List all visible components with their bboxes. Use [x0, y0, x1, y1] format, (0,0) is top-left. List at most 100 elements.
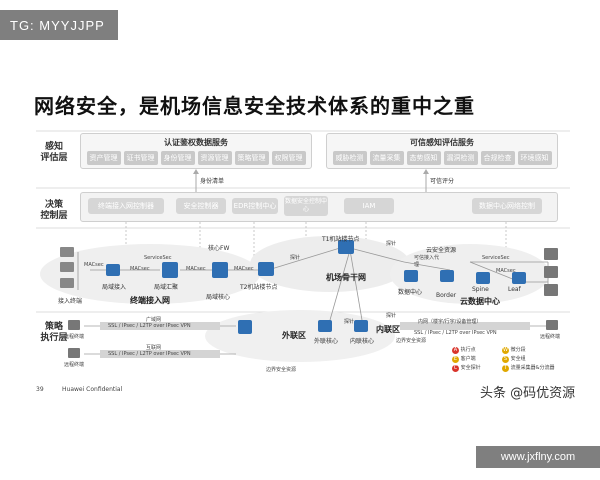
probe-label-d: 探针 — [386, 313, 397, 319]
border-sec-label: 边界安全资源 — [266, 367, 297, 373]
legend-label-a: 执行点 — [460, 347, 476, 353]
page-number: 39 — [36, 386, 44, 393]
terminal-icon — [60, 247, 74, 257]
local-agg-label: 局域汇聚 — [154, 284, 179, 291]
backbone-label: 机场骨干网 — [326, 273, 366, 282]
t1-node-label: T1机站楼节点 — [322, 236, 360, 243]
local-access-label: 局域接入 — [102, 284, 127, 291]
trust-service-group: 可信感知评估服务 威胁检测 流量采集 态势感知 漏洞检测 合规检查 环境感知 — [326, 133, 558, 169]
legend-mark-a: A — [452, 347, 459, 354]
extranet-core-label: 外联核心 — [314, 338, 339, 345]
leaf-icon — [512, 272, 526, 284]
chip-resource-mgmt: 资源管理 — [197, 151, 232, 165]
macsec-label-2: MACsec — [130, 266, 150, 272]
chip-situation-aware: 态势感知 — [406, 151, 441, 165]
data-security-control-center: 数据安全控制中心 — [284, 196, 328, 216]
intranet-zone-label: 内联区 — [376, 325, 400, 334]
cloud-dc-label: 云数据中心 — [460, 297, 500, 306]
border-icon — [440, 270, 454, 282]
intranet-core-icon — [354, 320, 368, 332]
camera-icon — [60, 278, 74, 288]
chip-traffic-collect: 流量采集 — [369, 151, 404, 165]
aggregation-switch-icon — [162, 262, 178, 278]
spine-icon — [476, 272, 490, 284]
layer-label-sense: 感知 评估层 — [40, 142, 68, 163]
legend-item-a: A 执行点 — [452, 346, 476, 354]
macsec-label-4: MACsec — [234, 266, 254, 272]
vpn-label-2: SSL / IPsec / L2TP over IPsec VPN — [108, 351, 191, 357]
extranet-core-icon — [318, 320, 332, 332]
watermark-text: 头条 @码优资源 — [480, 386, 576, 401]
slide-title: 网络安全，是机场信息安全技术体系的重中之重 — [34, 94, 475, 118]
tg-badge: TG: MYYJJPP — [0, 10, 118, 40]
dc-network-controller: 数据中心网络控制 — [472, 198, 542, 214]
remote-terminal-icon-3 — [546, 320, 558, 330]
vpn-label-3: SSL / IPsec / L2TP over IPsec VPN — [414, 330, 497, 336]
chip-identity-mgmt: 身份管理 — [160, 151, 195, 165]
legend-label-e: 客户端 — [460, 356, 476, 362]
leaf-label: Leaf — [508, 286, 521, 293]
service-sec-left: ServiceSec — [144, 255, 172, 261]
legend-mark-s: S — [502, 356, 509, 363]
identity-list-label: 身份清单 — [200, 178, 225, 185]
t2-node-label: T2机站楼节点 — [240, 284, 278, 291]
legend-mark-e: E — [452, 356, 459, 363]
dc-core-label: 数据中心 — [398, 289, 423, 296]
probe-label-c: 探针 — [344, 319, 355, 325]
chip-policy-mgmt: 策略管理 — [234, 151, 269, 165]
core-switch-icon — [212, 262, 228, 278]
server-icon-2 — [544, 266, 558, 278]
macsec-label-5: MACsec — [496, 268, 516, 274]
remote-right-label: 远程终端 — [540, 334, 561, 340]
confidential-label: Huawei Confidential — [62, 386, 123, 393]
legend-label-s: 安全组 — [510, 356, 526, 362]
chip-vuln-detect: 漏洞检测 — [443, 151, 478, 165]
remote-terminal-icon-1 — [68, 320, 80, 330]
legend: A 执行点 E 客户端 C 安全探针 W 微分段 S 安全组 T 流量采集器&分… — [452, 346, 572, 376]
t2-node-icon — [258, 262, 274, 276]
server-icon-3 — [544, 284, 558, 296]
chip-env-aware: 环境感知 — [517, 151, 552, 165]
core-fw-label: 核心FW — [208, 245, 230, 252]
probe-label-b: 探针 — [386, 241, 397, 247]
border-label: Border — [436, 292, 457, 299]
edr-control-center: EDR控制中心 — [232, 198, 278, 214]
intranet-bar-label: 内网（楼宇/行宇/设备管理） — [418, 319, 482, 325]
vpn-label-1: SSL / IPsec / L2TP over IPsec VPN — [108, 323, 191, 329]
probe-label-a: 探针 — [290, 255, 301, 261]
auth-service-group: 认证鉴权数据服务 资产管理 证书管理 身份管理 资源管理 策略管理 权限管理 — [80, 133, 312, 169]
server-icon-1 — [544, 248, 558, 260]
wan-label: 广域网 — [146, 317, 162, 323]
chip-cert-mgmt: 证书管理 — [123, 151, 158, 165]
chip-asset-mgmt: 资产管理 — [86, 151, 121, 165]
macsec-label-3: MACsec — [186, 266, 206, 272]
layer-label-execute: 策略 执行层 — [40, 322, 68, 343]
remote-left-label-1: 远程终端 — [64, 334, 85, 340]
terminal-net-label: 终端接入网 — [130, 296, 170, 305]
legend-mark-t: T — [502, 365, 509, 372]
chip-compliance-check: 合规检查 — [480, 151, 515, 165]
legend-item-s: S 安全组 — [502, 355, 526, 363]
trusted-proxy-label: 可信接入代理 — [414, 255, 440, 268]
legend-item-t: T 流量采集器&分流器 — [502, 364, 555, 372]
remote-terminal-icon-2 — [68, 348, 80, 358]
cloud-sec-label: 云安全资源 — [426, 247, 457, 254]
access-switch-icon — [106, 264, 120, 276]
access-terminal-label: 接入终端 — [58, 298, 83, 305]
legend-mark-w: W — [502, 347, 509, 354]
intranet-core-label: 内联核心 — [350, 338, 375, 345]
legend-mark-c: C — [452, 365, 459, 372]
iam-controller: IAM — [344, 198, 394, 214]
extranet-fw-icon — [238, 320, 252, 334]
local-core-label: 局域核心 — [206, 294, 231, 301]
terminal-access-controller: 终端接入网控制器 — [88, 198, 164, 214]
border-sec-label-2: 边界安全资源 — [396, 338, 427, 344]
legend-item-c: C 安全探针 — [452, 364, 481, 372]
spine-label: Spine — [472, 286, 489, 293]
trust-service-title: 可信感知评估服务 — [410, 138, 474, 147]
extranet-zone-label: 外联区 — [282, 331, 306, 340]
auth-service-title: 认证鉴权数据服务 — [164, 138, 228, 147]
macsec-label-1: MACsec — [84, 262, 104, 268]
legend-label-t: 流量采集器&分流器 — [510, 365, 555, 371]
legend-label-c: 安全探针 — [460, 365, 481, 371]
